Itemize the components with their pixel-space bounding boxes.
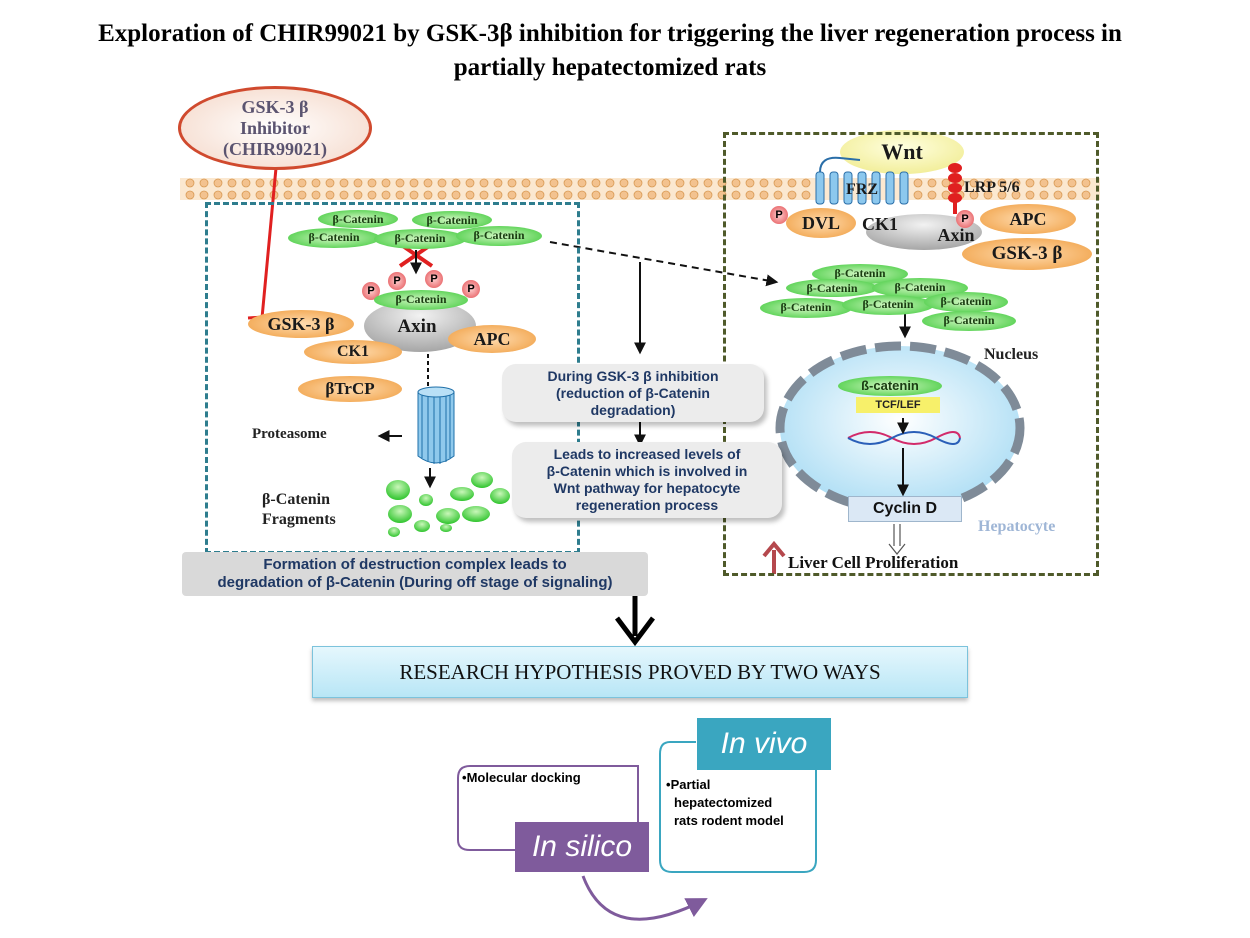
dna-icon	[847, 431, 961, 445]
wnt-ligand	[840, 130, 964, 174]
fragments-line1: β-Catenin	[262, 491, 330, 508]
phospho-badge: P	[388, 272, 406, 290]
beta-catenin-blob: β-Catenin	[786, 279, 878, 297]
dashed-arrow-to-right	[549, 241, 779, 287]
in-silico-bullet: •	[462, 770, 467, 785]
curved-arrow-icon	[581, 875, 708, 921]
caption-line1: Formation of destruction complex leads t…	[263, 556, 567, 573]
phospho-badge: P	[425, 270, 443, 288]
beta-catenin-blob: β-Catenin	[374, 290, 468, 310]
in-vivo-label: In vivo	[697, 718, 831, 770]
axin-blob-right	[866, 214, 982, 250]
wnt-label: Wnt	[881, 139, 923, 164]
hepatocyte-panel	[723, 132, 1099, 576]
proteasome-label: Proteasome	[252, 426, 327, 442]
in-vivo-frame	[659, 741, 817, 873]
up-arrow-icon	[762, 540, 786, 574]
in-vivo-bullet: •	[666, 777, 671, 792]
in-vivo-item: •Partial hepatectomized rats rodent mode…	[666, 776, 814, 830]
nucleus-label: Nucleus	[984, 346, 1039, 363]
phospho-badge: P	[462, 280, 480, 298]
lrp-receptor	[948, 163, 962, 214]
proteasome-icon	[417, 386, 455, 464]
gsk3b-right-protein: GSK-3 β	[962, 238, 1092, 270]
hepatocyte-label: Hepatocyte	[978, 518, 1056, 535]
beta-catenin-blob: β-Catenin	[924, 292, 1008, 312]
beta-catenin-blob: β-Catenin	[760, 298, 852, 318]
in-silico-item-text: Molecular docking	[466, 770, 581, 785]
tcf-lef-box: TCF/LEF	[856, 397, 940, 413]
box2-line4: regeneration process	[575, 497, 719, 513]
inhibitor-line3: (CHIR99021)	[223, 138, 327, 159]
box2-line2: β-Catenin which is involved in	[546, 463, 748, 479]
in-silico-frame-left	[457, 765, 516, 851]
in-vivo-line1: Partial	[670, 777, 711, 792]
box1-line3: degradation)	[590, 401, 676, 418]
phospho-badge: P	[770, 206, 788, 224]
gsk3b-protein: GSK-3 β	[248, 310, 354, 338]
frz-label: FRZ	[846, 181, 878, 198]
proliferation-label: Liver Cell Proliferation	[788, 553, 959, 572]
lrp-label: LRP 5/6	[964, 179, 1020, 196]
destruction-caption: Formation of destruction complex leads t…	[182, 552, 648, 596]
beta-catenin-blob: β-Catenin	[288, 228, 380, 248]
beta-catenin-blob: β-Catenin	[922, 311, 1016, 331]
inhibitor-ellipse: GSK-3 β Inhibitor (CHIR99021)	[178, 86, 372, 170]
hollow-arrow-icon	[888, 524, 906, 555]
phospho-badge: P	[362, 282, 380, 300]
caption-line2: degradation of β-Catenin (During off sta…	[217, 574, 613, 591]
apc-protein: APC	[448, 325, 536, 353]
increase-box: Leads to increased levels of β-Catenin w…	[512, 442, 782, 518]
fragments-label: β-Catenin Fragments	[262, 490, 336, 530]
box1-line1: During GSK-3 β inhibition	[547, 367, 719, 384]
fragments-line2: Fragments	[262, 511, 336, 528]
cyclin-d-box: Cyclin D	[848, 496, 962, 522]
beta-catenin-blob: β-Catenin	[318, 210, 398, 228]
inhibitor-line1: GSK-3 β	[241, 96, 309, 117]
in-silico-frame-right	[470, 765, 639, 822]
hypothesis-banner: RESEARCH HYPOTHESIS PROVED BY TWO WAYS	[312, 646, 968, 698]
phospho-badge: P	[956, 210, 974, 228]
btrcp-protein: βTrCP	[298, 376, 402, 402]
nuclear-catenin-blob: ß-catenin	[838, 376, 942, 396]
in-silico-label: In silico	[515, 822, 649, 872]
axin-right-label: Axin	[937, 225, 975, 245]
catenin-fragments	[386, 472, 510, 537]
box2-line3: Wnt pathway for hepatocyte	[553, 480, 741, 496]
box2-line1: Leads to increased levels of	[553, 446, 741, 462]
frz-receptor	[815, 156, 909, 205]
beta-catenin-blob: β-Catenin	[412, 211, 492, 229]
beta-catenin-blob: β-Catenin	[456, 226, 542, 246]
apc-right-protein: APC	[980, 204, 1076, 234]
inhibition-box: During GSK-3 β inhibition (reduction of …	[502, 364, 764, 422]
inhibitor-line2: Inhibitor	[239, 117, 311, 138]
beta-catenin-blob: β-Catenin	[374, 229, 466, 249]
beta-catenin-blob: β-Catenin	[842, 295, 934, 315]
axin-label: Axin	[397, 316, 437, 337]
dvl-protein: DVL	[786, 208, 856, 238]
ck1-right-label: CK1	[862, 214, 898, 234]
in-vivo-line2: hepatectomized	[674, 795, 773, 810]
page-title-line2: partially hepatectomized rats	[453, 54, 767, 81]
in-vivo-line3: rats rodent model	[674, 813, 784, 828]
box1-line2: (reduction of β-Catenin	[556, 384, 710, 401]
ck1-protein: CK1	[304, 340, 402, 364]
page-title-line1: Exploration of CHIR99021 by GSK-3β inhib…	[98, 20, 1122, 47]
in-silico-item: •Molecular docking	[462, 770, 581, 785]
